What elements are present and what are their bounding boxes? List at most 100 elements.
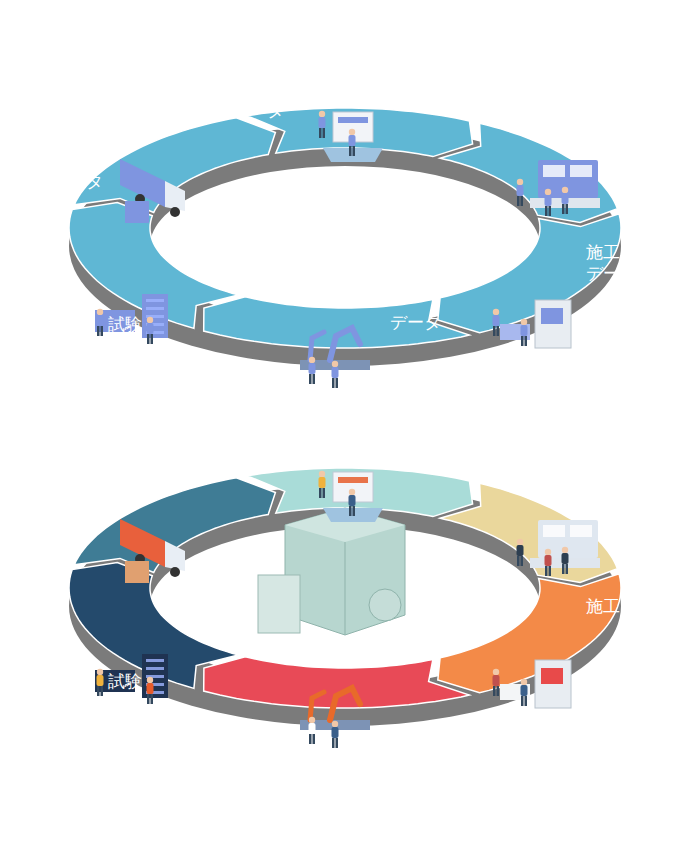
person-head (147, 317, 153, 323)
person-head (493, 309, 499, 315)
person-leg (336, 738, 339, 748)
person-leg (525, 696, 528, 706)
person-body (97, 315, 104, 326)
person-leg (549, 566, 552, 576)
person-body (147, 323, 154, 334)
person-leg (309, 734, 312, 744)
person-body (309, 723, 316, 734)
person-body (97, 675, 104, 686)
stage-label: 試験 (108, 671, 142, 692)
motor-shaft-end (369, 589, 401, 621)
person-leg (151, 334, 154, 344)
person-leg (353, 146, 356, 156)
person-head (332, 361, 338, 367)
person-head (349, 489, 355, 495)
person-leg (493, 686, 496, 696)
server-slot (146, 307, 164, 310)
person-leg (313, 374, 316, 384)
person-leg (147, 694, 150, 704)
person-leg (545, 206, 548, 216)
server-slot (146, 299, 164, 302)
screen-bar (338, 117, 368, 123)
server-rack (142, 294, 168, 338)
person-leg (521, 556, 524, 566)
robot-arm (330, 688, 360, 720)
person-leg (521, 696, 524, 706)
ring-arrow-segment (69, 203, 238, 329)
stage-label: データ (390, 312, 441, 333)
ring-arrow-segment (74, 118, 275, 213)
ring-icons (95, 111, 600, 388)
machine-body (535, 300, 571, 348)
person-leg (319, 128, 322, 138)
stage-label: タ (86, 171, 103, 192)
person-body (332, 727, 339, 738)
person-head (521, 319, 527, 325)
person-head (517, 179, 523, 185)
person-head (147, 677, 153, 683)
display-panel (570, 525, 592, 537)
motor-edge (345, 542, 346, 635)
person-leg (101, 686, 104, 696)
person-leg (151, 694, 154, 704)
person-head (545, 189, 551, 195)
display-board (538, 160, 598, 198)
person-leg (101, 326, 104, 336)
machine-window (541, 308, 563, 324)
truck-wheel (170, 567, 180, 577)
person-leg (353, 506, 356, 516)
truck-cab (165, 541, 185, 571)
person-leg (147, 334, 150, 344)
stage-label: 施工 データ (586, 242, 640, 285)
stage-label: 施工 (586, 596, 620, 617)
robot-arm (310, 332, 324, 360)
ring-arrow-segment (438, 574, 621, 693)
machine-body (535, 660, 571, 708)
person-leg (493, 326, 496, 336)
motor-terminal-box (258, 575, 300, 633)
cargo-box (125, 201, 149, 223)
ring-icons (95, 471, 600, 748)
person-head (319, 471, 325, 477)
ring-arrow-segment (74, 478, 275, 573)
person-leg (549, 206, 552, 216)
person-leg (332, 738, 335, 748)
person-leg (97, 326, 100, 336)
ring-arrow-segment (440, 123, 617, 222)
ring-arrow-segment (440, 483, 617, 582)
person-head (562, 187, 568, 193)
truck-wheel (170, 207, 180, 217)
stage-label: ータ (250, 100, 284, 121)
person-body (349, 495, 356, 506)
person-head (545, 549, 551, 555)
person-head (521, 679, 527, 685)
robot-arm (310, 692, 324, 720)
person-leg (525, 336, 528, 346)
person-leg (497, 326, 500, 336)
person-body (147, 683, 154, 694)
person-leg (521, 336, 524, 346)
person-body (521, 325, 528, 336)
motor-housing (285, 508, 405, 635)
person-body (517, 545, 524, 556)
server-slot (146, 659, 164, 662)
motor-illustration (258, 508, 405, 635)
person-head (309, 357, 315, 363)
person-head (309, 717, 315, 723)
person-head (493, 669, 499, 675)
truck-box (120, 519, 165, 567)
person-head (97, 669, 103, 675)
person-leg (313, 734, 316, 744)
person-leg (319, 488, 322, 498)
person-head (562, 547, 568, 553)
person-body (493, 315, 500, 326)
screen-bar (338, 477, 368, 483)
person-body (332, 367, 339, 378)
person-body (319, 117, 326, 128)
person-leg (562, 204, 565, 214)
person-head (319, 111, 325, 117)
person-body (562, 553, 569, 564)
person-body (517, 185, 524, 196)
person-leg (349, 506, 352, 516)
person-body (562, 193, 569, 204)
